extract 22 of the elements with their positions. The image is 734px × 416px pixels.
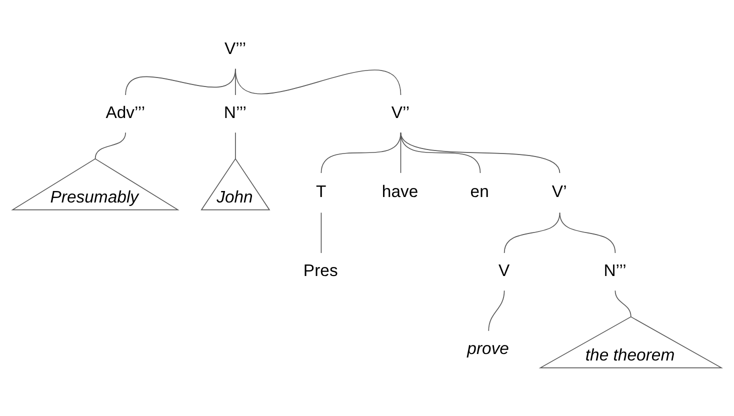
connector	[320, 132, 402, 174]
node-text: N’’’	[604, 260, 626, 280]
connector	[614, 290, 632, 318]
node-text: Pres	[303, 260, 338, 280]
node-text: prove	[467, 338, 510, 358]
connector	[488, 290, 505, 332]
connector	[504, 212, 560, 254]
connector	[235, 132, 236, 160]
node-text: have	[382, 182, 418, 201]
node-text: en	[470, 182, 489, 201]
node-text: V’	[552, 182, 567, 201]
connector	[320, 212, 322, 254]
connector	[94, 132, 126, 160]
node-text: N’’’	[224, 102, 247, 122]
node-text: V’’	[391, 102, 410, 122]
node-text: V	[498, 260, 510, 280]
connector	[235, 68, 402, 96]
node-text: V’’’	[224, 38, 246, 58]
node-text: Adv’’’	[106, 102, 146, 122]
connector	[559, 212, 616, 254]
connector	[400, 132, 560, 174]
node-text: T	[316, 182, 326, 201]
